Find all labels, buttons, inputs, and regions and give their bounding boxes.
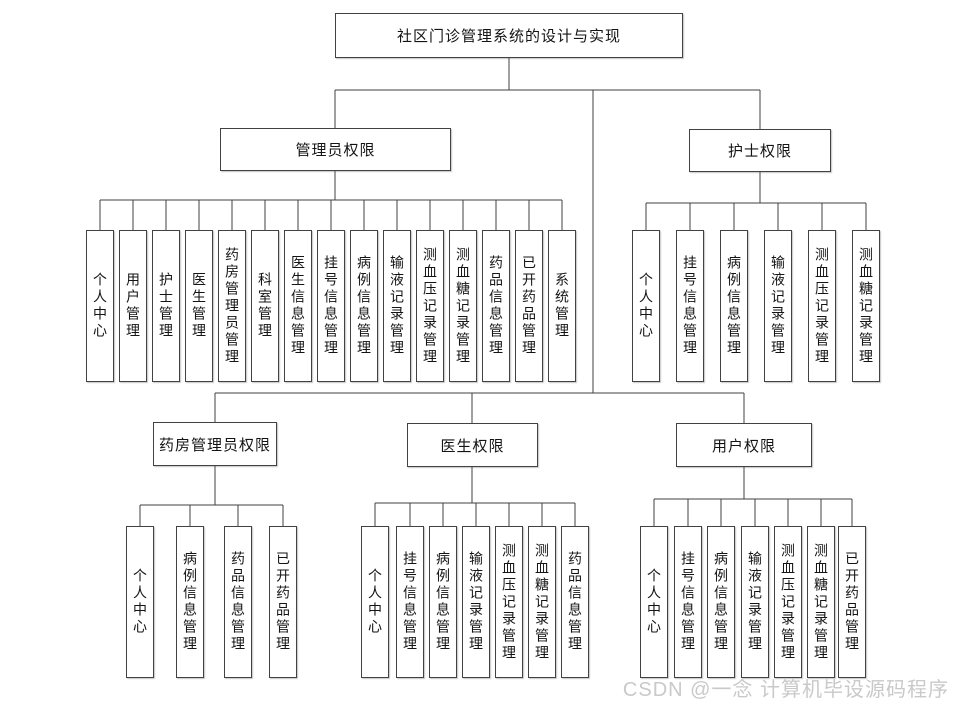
node-doctor-child-4: 测血压记录管理 (495, 526, 523, 678)
node-admin-child-8: 病例信息管理 (350, 230, 378, 382)
node-admin-child-9: 输液记录管理 (383, 230, 411, 382)
node-user-child-6: 已开药品管理 (838, 526, 866, 678)
node-admin: 管理员权限 (220, 128, 451, 171)
connector-bottom-row (214, 392, 745, 423)
node-nurse-label: 护士权限 (727, 143, 792, 160)
node-label: 个人中心 (638, 272, 654, 340)
node-label: 已开药品管理 (275, 551, 291, 653)
node-nurse-child-2: 病例信息管理 (720, 230, 748, 382)
node-root: 社区门诊管理系统的设计与实现 (335, 13, 683, 58)
node-doctor-child-5: 测血糖记录管理 (528, 526, 556, 678)
node-label: 测血糖记录管理 (455, 246, 471, 366)
node-pharmacy-label: 药房管理员权限 (158, 436, 271, 454)
connector-pharmacy (139, 466, 284, 526)
node-label: 输液记录管理 (389, 255, 405, 357)
node-user: 用户权限 (676, 423, 812, 467)
node-label: 测血压记录管理 (814, 246, 830, 366)
node-nurse-child-5: 测血糖记录管理 (852, 230, 880, 382)
node-admin-child-0: 个人中心 (86, 230, 114, 382)
node-pharmacy: 药房管理员权限 (153, 422, 277, 466)
node-user-child-0: 个人中心 (640, 526, 668, 678)
node-admin-child-11: 测血糖记录管理 (449, 230, 477, 382)
node-label: 测血压记录管理 (422, 246, 438, 366)
connector-admin (99, 171, 563, 230)
node-label: 病例信息管理 (356, 255, 372, 357)
node-label: 挂号信息管理 (682, 255, 698, 357)
node-pharmacy-child-2: 药品信息管理 (224, 526, 252, 678)
node-nurse-child-4: 测血压记录管理 (808, 230, 836, 382)
node-user-child-5: 测血糖记录管理 (807, 526, 835, 678)
node-label: 输液记录管理 (770, 255, 786, 357)
node-label: 输液记录管理 (747, 551, 763, 653)
node-label: 个人中心 (646, 568, 662, 636)
node-admin-child-5: 科室管理 (251, 230, 279, 382)
node-admin-child-10: 测血压记录管理 (416, 230, 444, 382)
node-label: 病例信息管理 (713, 551, 729, 653)
node-label: 科室管理 (257, 272, 273, 340)
node-label: 测血糖记录管理 (534, 542, 550, 662)
node-label: 病例信息管理 (726, 255, 742, 357)
node-label: 已开药品管理 (521, 255, 537, 357)
node-admin-label: 管理员权限 (295, 142, 376, 159)
connector-nurse (645, 172, 867, 230)
node-doctor-child-0: 个人中心 (361, 526, 389, 678)
node-label: 药房管理员管理 (224, 246, 240, 366)
node-user-label: 用户权限 (711, 437, 776, 455)
node-label: 病例信息管理 (435, 551, 451, 653)
node-doctor-label: 医生权限 (440, 437, 505, 455)
node-pharmacy-child-3: 已开药品管理 (269, 526, 297, 678)
node-label: 个人中心 (132, 568, 148, 636)
node-label: 测血压记录管理 (501, 542, 517, 662)
node-label: 用户管理 (125, 272, 141, 340)
node-doctor: 医生权限 (407, 423, 538, 467)
node-label: 病例信息管理 (182, 551, 198, 653)
node-label: 系统管理 (554, 272, 570, 340)
node-admin-child-2: 护士管理 (152, 230, 180, 382)
node-admin-child-12: 药品信息管理 (482, 230, 510, 382)
node-label: 挂号信息管理 (323, 255, 339, 357)
node-label: 药品信息管理 (488, 255, 504, 357)
node-nurse-child-3: 输液记录管理 (764, 230, 792, 382)
node-label: 个人中心 (367, 568, 383, 636)
node-label: 挂号信息管理 (680, 551, 696, 653)
node-admin-child-3: 医生管理 (185, 230, 213, 382)
node-doctor-child-3: 输液记录管理 (462, 526, 490, 678)
node-label: 药品信息管理 (567, 551, 583, 653)
node-root-label: 社区门诊管理系统的设计与实现 (396, 28, 621, 45)
node-nurse: 护士权限 (689, 129, 831, 172)
node-user-child-3: 输液记录管理 (741, 526, 769, 678)
connector-user (653, 467, 853, 526)
node-label: 药品信息管理 (230, 551, 246, 653)
node-doctor-child-6: 药品信息管理 (561, 526, 589, 678)
node-doctor-child-2: 病例信息管理 (429, 526, 457, 678)
node-label: 输液记录管理 (468, 551, 484, 653)
node-label: 挂号信息管理 (402, 551, 418, 653)
node-label: 测血糖记录管理 (858, 246, 874, 366)
node-label: 测血糖记录管理 (813, 542, 829, 662)
connector-doctor (374, 467, 576, 526)
node-admin-child-13: 已开药品管理 (515, 230, 543, 382)
node-label: 测血压记录管理 (780, 542, 796, 662)
node-admin-child-4: 药房管理员管理 (218, 230, 246, 382)
node-pharmacy-child-0: 个人中心 (126, 526, 154, 678)
node-admin-child-14: 系统管理 (548, 230, 576, 382)
node-user-child-1: 挂号信息管理 (674, 526, 702, 678)
node-label: 医生管理 (191, 272, 207, 340)
node-admin-child-7: 挂号信息管理 (317, 230, 345, 382)
node-user-child-4: 测血压记录管理 (774, 526, 802, 678)
node-doctor-child-1: 挂号信息管理 (396, 526, 424, 678)
node-admin-child-6: 医生信息管理 (284, 230, 312, 382)
node-label: 已开药品管理 (844, 551, 860, 653)
node-label: 医生信息管理 (290, 255, 306, 357)
node-pharmacy-child-1: 病例信息管理 (176, 526, 204, 678)
node-label: 护士管理 (158, 272, 174, 340)
node-nurse-child-1: 挂号信息管理 (676, 230, 704, 382)
node-admin-child-1: 用户管理 (119, 230, 147, 382)
node-label: 个人中心 (92, 272, 108, 340)
node-user-child-2: 病例信息管理 (707, 526, 735, 678)
node-nurse-child-0: 个人中心 (632, 230, 660, 382)
watermark: CSDN @一念 计算机毕设源码程序 (622, 679, 949, 701)
